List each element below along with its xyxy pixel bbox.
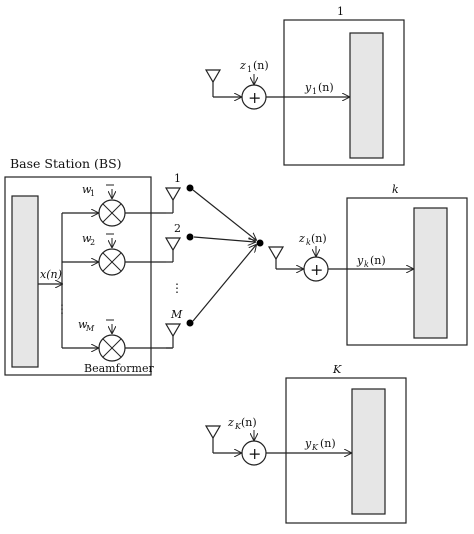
yk-arg: (n)	[370, 254, 386, 267]
bs-source-block	[11, 195, 39, 368]
zk-sub: k	[306, 238, 311, 247]
antenna-1-dot	[186, 184, 194, 192]
user-K-antenna-icon	[204, 425, 222, 440]
mult1-x-b	[102, 203, 122, 223]
zk-arg: (n)	[311, 232, 327, 245]
y1-sub: 1	[312, 87, 317, 96]
yk-label: y	[356, 254, 364, 267]
antenna-M-label: M	[170, 308, 183, 321]
channel-arrow-2	[193, 236, 255, 242]
bs-antenna-1-icon	[164, 187, 182, 202]
receive-dot	[256, 239, 264, 247]
wM-label: w	[78, 318, 88, 331]
user-1-antenna-icon	[204, 69, 222, 84]
adder-K-plus: +	[248, 444, 261, 463]
zk-label: z	[298, 232, 305, 245]
yk-sub: k	[364, 260, 369, 269]
y1-arg: (n)	[318, 81, 334, 94]
yK-label: y	[304, 437, 312, 450]
z1-sub: 1	[247, 65, 252, 74]
antenna-1-label: 1	[174, 172, 181, 185]
bs-dots: ⋮	[56, 302, 68, 316]
y1-label: y	[304, 81, 312, 94]
w2-sub: 2	[90, 238, 95, 247]
xn-label: x(n)	[40, 268, 62, 281]
user-k-block	[413, 207, 448, 339]
z1-arg: (n)	[253, 59, 269, 72]
channel-arrow-M	[192, 245, 256, 322]
beamformer-label: Beamformer	[84, 362, 154, 375]
mult2-x-b	[102, 252, 122, 272]
multM-x-b	[102, 338, 122, 358]
bs-antenna-2-icon	[164, 237, 182, 252]
antenna-M-dot	[186, 319, 194, 327]
w1-sub: 1	[90, 189, 95, 198]
user-K-label: K	[332, 363, 342, 376]
adder-k-plus: +	[310, 260, 323, 279]
user-1-label: 1	[337, 5, 344, 18]
yK-arg: (n)	[320, 437, 336, 450]
user-1-box	[283, 19, 405, 166]
bs-antenna-M-icon	[164, 323, 182, 338]
yK-sub: K	[311, 443, 319, 452]
wM-sub: M	[85, 324, 95, 333]
user-K-box	[285, 377, 407, 524]
antenna-2-label: 2	[174, 222, 181, 235]
adder-1-plus: +	[248, 88, 261, 107]
zK-label: z	[227, 416, 234, 429]
z1-label: z	[239, 59, 246, 72]
user-1-block	[349, 32, 384, 159]
user-k-label: k	[392, 183, 399, 196]
channel-arrow-1	[192, 189, 256, 240]
user-k-antenna-icon	[267, 246, 285, 261]
w2-label: w	[82, 232, 92, 245]
antenna-2-dot	[186, 233, 194, 241]
w1-label: w	[82, 183, 92, 196]
user-K-block	[351, 388, 386, 515]
zK-sub: K	[234, 422, 242, 431]
zK-arg: (n)	[241, 416, 257, 429]
bs-title: Base Station (BS)	[10, 156, 122, 171]
antenna-dots: ⋮	[171, 281, 183, 295]
user-k-box	[346, 197, 468, 346]
bs-box	[4, 176, 152, 376]
